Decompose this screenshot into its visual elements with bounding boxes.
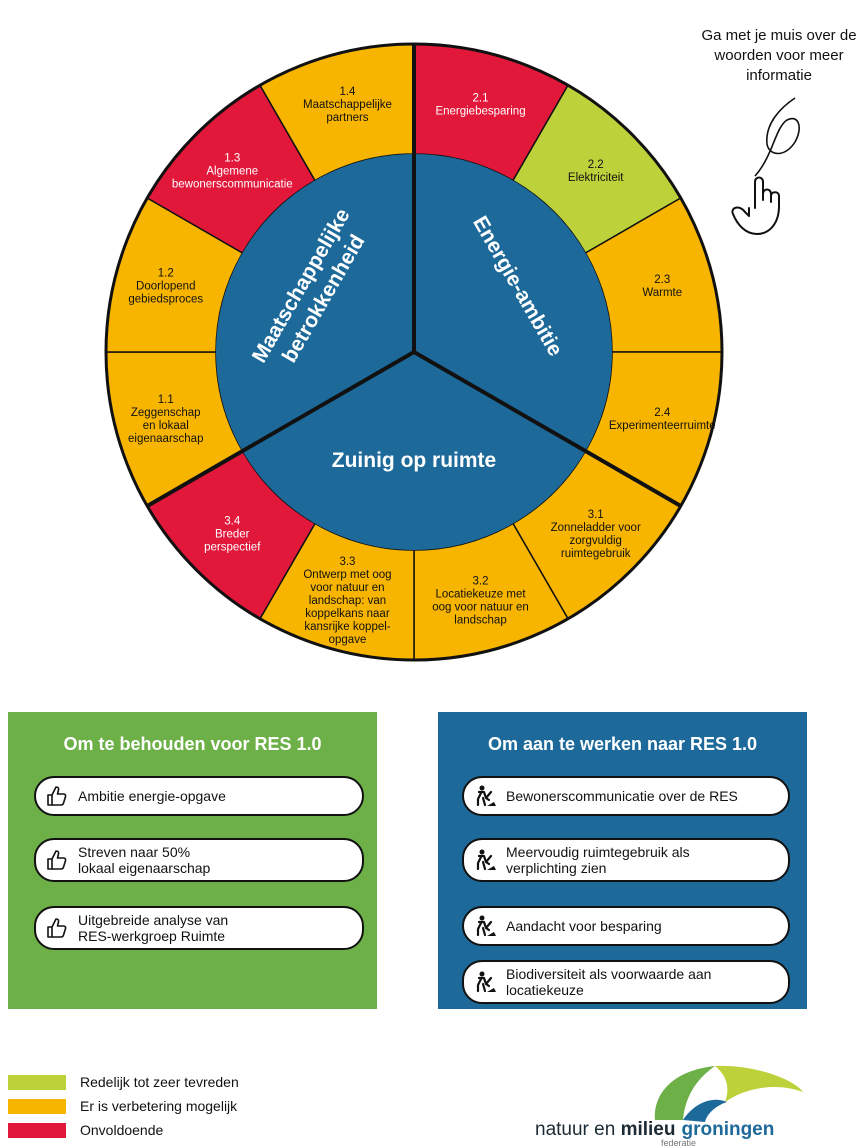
segment-number[interactable]: 3.4 — [224, 516, 241, 528]
segment-label[interactable]: Warmte — [642, 287, 682, 299]
legend-swatch — [8, 1098, 66, 1114]
legend-item: Er is verbetering mogelijk — [8, 1094, 239, 1118]
segment-label[interactable]: ruimtegebruik — [561, 548, 631, 560]
segment-label[interactable]: bewonerscommunicatie — [172, 178, 293, 190]
logo-text-part3: groningen — [681, 1119, 775, 1140]
segment-label[interactable]: eigenaarschap — [128, 433, 203, 445]
segment-label[interactable]: Breder — [215, 529, 250, 541]
segment-number[interactable]: 1.3 — [224, 152, 240, 164]
segment-number[interactable]: 2.1 — [473, 92, 489, 104]
work-item-label: Biodiversiteit als voorwaarde aan locati… — [506, 966, 712, 998]
segment-label[interactable]: Experimenteerruimte — [609, 420, 716, 432]
construction-worker-icon — [464, 848, 506, 872]
legend-swatch — [8, 1074, 66, 1090]
keep-item-label: Streven naar 50% lokaal eigenaarschap — [78, 844, 211, 876]
legend-swatch — [8, 1122, 66, 1138]
sector-divider — [413, 350, 682, 508]
keep-panel-title: Om te behouden voor RES 1.0 — [63, 734, 322, 754]
legend-label: Redelijk tot zeer tevreden — [80, 1074, 239, 1090]
keep-item-label: Uitgebreide analyse van RES-werkgroep Ru… — [78, 912, 229, 944]
segment-label[interactable]: perspectief — [204, 542, 261, 554]
construction-worker-icon — [464, 970, 506, 994]
segment-label[interactable]: zorgvuldig — [570, 535, 622, 547]
legend-item: Redelijk tot zeer tevreden — [8, 1070, 239, 1094]
segment-label[interactable]: Elektriciteit — [568, 172, 624, 184]
work-item[interactable]: Bewonerscommunicatie over de RES — [462, 776, 790, 816]
thumbs-up-icon — [36, 916, 78, 940]
segment-label[interactable]: Ontwerp met oog — [303, 569, 391, 581]
legend-label: Onvoldoende — [80, 1122, 164, 1138]
hand-pointer-icon — [731, 97, 800, 235]
keep-item[interactable]: Ambitie energie-opgave — [34, 776, 364, 816]
segment-label[interactable]: Doorlopend — [136, 280, 195, 292]
segment-label[interactable]: opgave — [329, 634, 367, 646]
segment-label[interactable]: Algemene — [206, 165, 258, 177]
logo-text-part2: milieu — [620, 1119, 676, 1140]
center-label[interactable]: Zuinig op ruimte — [332, 449, 496, 472]
legend-item: Onvoldoende — [8, 1118, 239, 1142]
work-item[interactable]: Biodiversiteit als voorwaarde aan locati… — [462, 960, 790, 1004]
segment-label[interactable]: gebiedsproces — [128, 293, 203, 305]
segment-number[interactable]: 1.2 — [158, 267, 174, 279]
segment-label[interactable]: Zeggenschap — [131, 407, 201, 419]
segment-label[interactable]: kansrijke koppel- — [304, 621, 390, 633]
segment-label[interactable]: koppelkans naar — [305, 608, 390, 620]
logo-text-part1: natuur en — [535, 1119, 621, 1140]
logo-mark — [654, 1065, 803, 1122]
keep-panel: Om te behouden voor RES 1.0 Ambitie ener… — [8, 712, 377, 1009]
construction-worker-icon — [464, 914, 506, 938]
work-item-label: Bewonerscommunicatie over de RES — [506, 788, 738, 804]
legend-label: Er is verbetering mogelijk — [80, 1098, 238, 1114]
segment-label[interactable]: oog voor natuur en — [432, 602, 529, 614]
logo-subtext: federatie — [661, 1138, 697, 1148]
segment-label[interactable]: landschap — [454, 615, 506, 627]
segment-label[interactable]: Zonneladder voor — [551, 522, 641, 534]
segment-label[interactable]: Energiebesparing — [435, 105, 525, 117]
construction-worker-icon — [464, 784, 506, 808]
keep-item[interactable]: Streven naar 50% lokaal eigenaarschap — [34, 838, 364, 882]
thumbs-up-icon — [36, 848, 78, 872]
segment-label[interactable]: landschap: van — [309, 595, 386, 607]
segment-number[interactable]: 2.3 — [654, 274, 670, 286]
segment-number[interactable]: 2.2 — [588, 159, 604, 171]
work-item[interactable]: Meervoudig ruimtegebruik als verplichtin… — [462, 838, 790, 882]
keep-item[interactable]: Uitgebreide analyse van RES-werkgroep Ru… — [34, 906, 364, 950]
segment-label[interactable]: Maatschappelijke — [303, 99, 392, 111]
work-item-label: Aandacht voor besparing — [506, 918, 662, 934]
keep-item-label: Ambitie energie-opgave — [78, 788, 226, 804]
legend: Redelijk tot zeer tevreden Er is verbete… — [8, 1070, 239, 1142]
segment-number[interactable]: 3.3 — [339, 556, 355, 568]
segment-number[interactable]: 3.2 — [473, 576, 489, 588]
work-item[interactable]: Aandacht voor besparing — [462, 906, 790, 946]
segment-number[interactable]: 1.1 — [158, 394, 174, 406]
thumbs-up-icon — [36, 784, 78, 808]
segment-label[interactable]: Locatiekeuze met — [435, 589, 526, 601]
segment-number[interactable]: 2.4 — [654, 407, 671, 419]
segment-number[interactable]: 1.4 — [339, 86, 356, 98]
work-panel-title: Om aan te werken naar RES 1.0 — [487, 734, 758, 754]
segment-label[interactable]: en lokaal — [143, 420, 189, 432]
work-item-label: Meervoudig ruimtegebruik als verplichtin… — [506, 844, 690, 876]
segment-number[interactable]: 3.1 — [588, 509, 604, 521]
work-panel: Om aan te werken naar RES 1.0 Bewonersco… — [438, 712, 807, 1009]
segment-label[interactable]: voor natuur en — [310, 582, 384, 594]
hover-hint-text: Ga met je muis over de woorden voor meer… — [701, 27, 857, 84]
sector-divider — [146, 350, 415, 508]
segment-label[interactable]: partners — [326, 112, 368, 124]
